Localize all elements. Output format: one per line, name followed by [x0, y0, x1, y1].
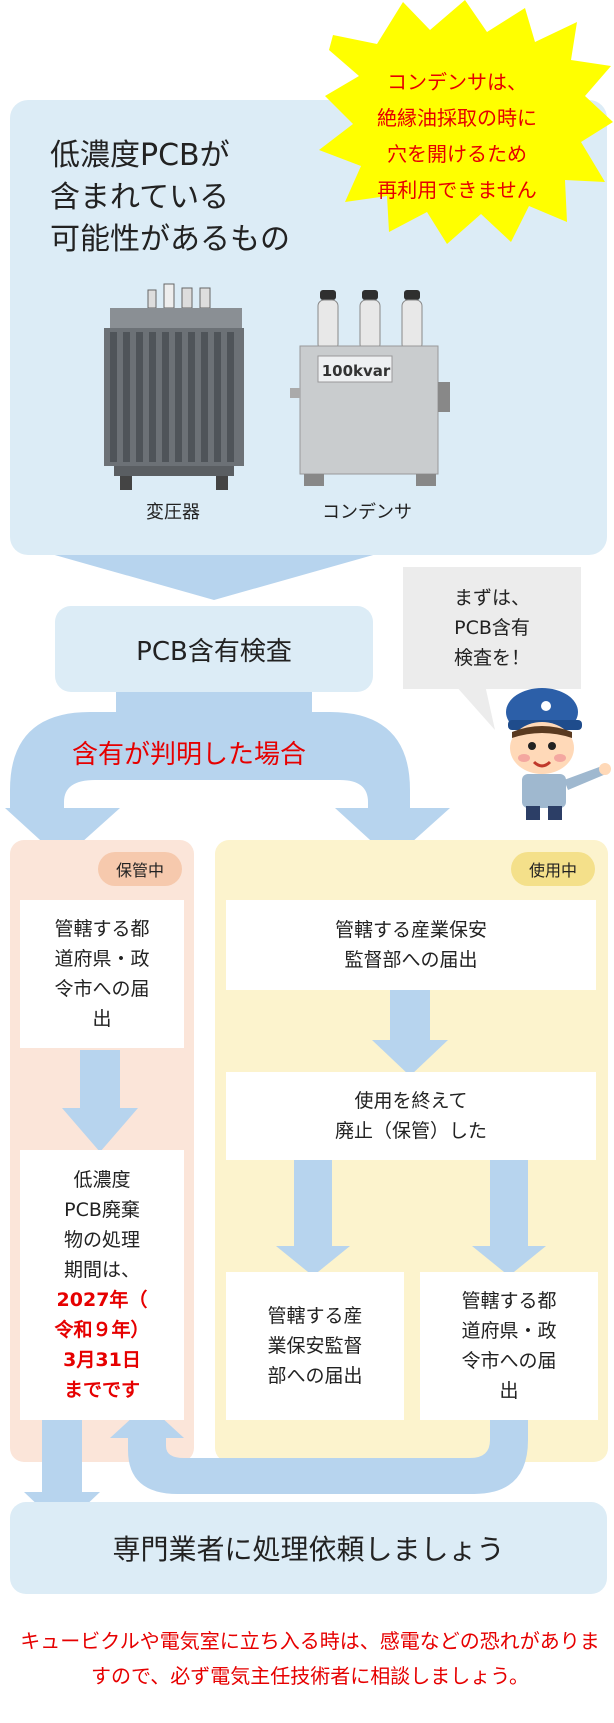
found-label: 含有が判明した場合 — [72, 740, 307, 770]
title-line-2: 含まれている — [50, 180, 230, 215]
capacitor-plate-text: 100kvar — [322, 362, 391, 380]
callout-line-3: 穴を開けるため — [387, 142, 527, 166]
deadline-date-line-4: までです — [63, 1379, 140, 1401]
in-use-step3b-line-2: 道府県・政 — [461, 1320, 557, 1342]
capacitor-image: 100kvar — [290, 290, 450, 486]
deadline-line-2: PCB廃棄 — [64, 1199, 140, 1221]
mascot-speech-text: まずは、 PCB含有 検査を！ — [403, 583, 581, 673]
final-box: 専門業者に処理依頼しましょう — [10, 1502, 607, 1594]
in-use-step3b-line-3: 令市への届 — [461, 1350, 557, 1372]
in-use-step3b-line-4: 出 — [499, 1380, 519, 1402]
inspection-label: PCB含有検査 — [136, 636, 292, 667]
arrow-head-left — [5, 808, 120, 860]
storage-step1-line-4: 出 — [92, 1008, 112, 1030]
in-use-step3a-line-2: 業保安監督 — [267, 1335, 363, 1357]
title-line-3: 可能性があるもの — [50, 222, 290, 257]
callout-burst — [319, 0, 613, 244]
mascot-character — [506, 688, 611, 820]
title-line-1: 低濃度PCBが — [50, 138, 230, 173]
storage-step1-box: 管轄する都 道府県・政 令市への届 出 — [20, 900, 184, 1048]
in-use-step2-line-1: 使用を終えて — [354, 1090, 468, 1112]
transformer-label: 変圧器 — [146, 502, 200, 523]
in-use-step1-box: 管轄する産業保安 監督部への届出 — [226, 900, 596, 990]
safety-note: キュービクルや電気室に立ち入る時は、感電などの恐れがありますので、必ず電気主任技… — [20, 1629, 600, 1688]
speech-bubble-tail — [455, 685, 495, 730]
deadline-date-line-2: 令和９年） — [54, 1319, 150, 1341]
in-use-step2-box: 使用を終えて 廃止（保管）した — [226, 1072, 596, 1160]
deadline-line-4: 期間は、 — [63, 1259, 140, 1281]
in-use-step3b-line-1: 管轄する都 — [461, 1290, 557, 1312]
arrow-top-to-inspection — [30, 548, 398, 600]
deadline-line-1: 低濃度 — [73, 1169, 131, 1191]
in-use-step3a-line-1: 管轄する産 — [267, 1305, 363, 1327]
callout-line-4: 再利用できません — [377, 178, 537, 202]
storage-step1-line-1: 管轄する都 — [54, 918, 150, 940]
callout-line-1: コンデンサは、 — [387, 70, 527, 94]
in-use-step1-line-1: 管轄する産業保安 — [334, 919, 487, 941]
storage-step1-line-3: 令市への届 — [54, 978, 150, 1000]
in-use-step3b-box: 管轄する都 道府県・政 令市への届 出 — [420, 1272, 598, 1420]
in-use-badge: 使用中 — [511, 852, 595, 886]
callout-text: コンデンサは、 絶縁油採取の時に 穴を開けるため 再利用できません — [330, 64, 584, 208]
in-use-step3a-box: 管轄する産 業保安監督 部への届出 — [226, 1272, 404, 1420]
speech-line-2: PCB含有 — [454, 617, 530, 639]
inspection-box: PCB含有検査 — [55, 606, 373, 692]
in-use-step1-line-2: 監督部への届出 — [344, 949, 478, 971]
deadline-date-line-3: 3月31日 — [63, 1349, 141, 1371]
mascot-speech-bubble — [403, 567, 581, 689]
speech-line-3: 検査を！ — [453, 647, 530, 669]
storage-step1-line-2: 道府県・政 — [54, 948, 150, 970]
deadline-line-3: 物の処理 — [63, 1229, 140, 1251]
in-use-step2-line-2: 廃止（保管）した — [334, 1120, 487, 1142]
transformer-image — [104, 283, 244, 490]
final-label: 専門業者に処理依頼しましょう — [112, 1533, 505, 1566]
callout-line-2: 絶縁油採取の時に — [377, 106, 537, 130]
arrow-head-right — [335, 808, 450, 860]
deadline-date-line-1: 2027年（ — [56, 1289, 148, 1311]
in-use-step3a-line-3: 部への届出 — [267, 1365, 363, 1387]
speech-line-1: まずは、 — [453, 587, 530, 609]
storage-badge: 保管中 — [98, 852, 182, 886]
deadline-box: 低濃度 PCB廃棄 物の処理 期間は、 2027年（ 令和９年） 3月31日 ま… — [20, 1150, 184, 1420]
capacitor-label: コンデンサ — [322, 502, 412, 523]
top-title: 低濃度PCBが 含まれている 可能性があるもの — [50, 135, 290, 261]
arrow-split-arch — [10, 712, 410, 808]
